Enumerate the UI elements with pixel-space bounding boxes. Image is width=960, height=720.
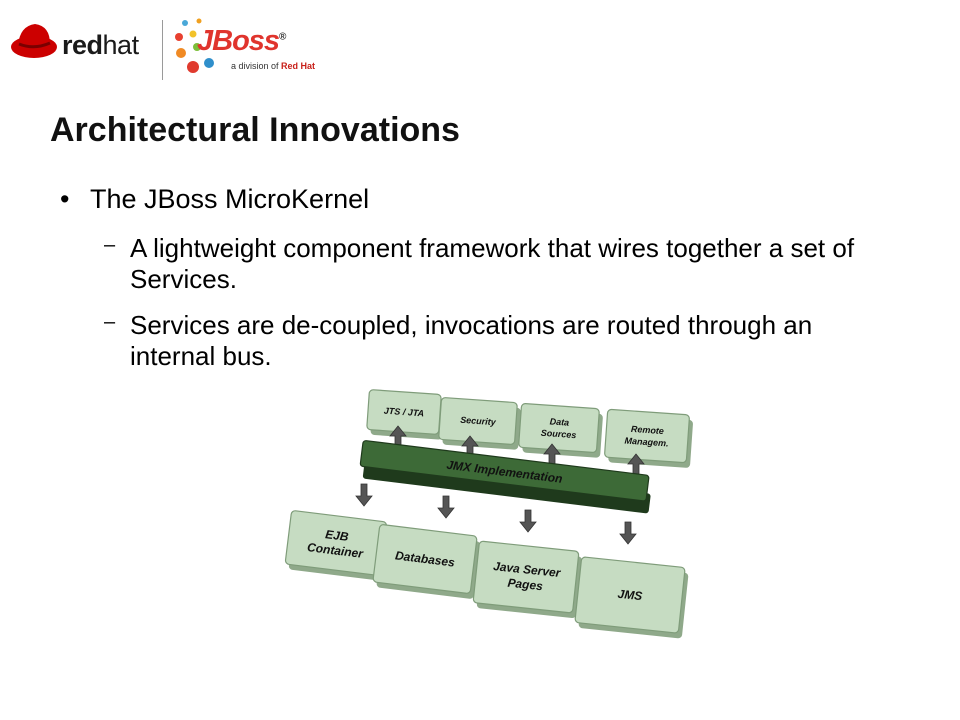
box-face xyxy=(518,403,600,453)
arrow-down-3 xyxy=(619,521,637,545)
jboss-trademark: ® xyxy=(279,31,286,43)
box-label: Pages xyxy=(507,576,544,594)
box-label: Managem. xyxy=(624,435,669,448)
box-label: Remote xyxy=(631,424,665,436)
box-label: Security xyxy=(460,415,497,428)
box-face xyxy=(372,524,478,594)
box-label: Sources xyxy=(541,428,577,440)
sub-bullet-marker: – xyxy=(104,311,116,333)
box-face xyxy=(574,556,686,634)
sub-bullet-framework: – A lightweight component framework that… xyxy=(104,233,904,295)
box-label: Container xyxy=(306,540,365,561)
box-label: EJB xyxy=(324,527,349,544)
sub-bullet-decoupled: – Services are de-coupled, invocations a… xyxy=(104,310,904,372)
box-label: Data xyxy=(549,416,569,427)
box-face xyxy=(604,408,690,464)
redhat-word-bold: red xyxy=(62,30,103,60)
jmx-bus: JMX Implementation xyxy=(359,440,651,514)
bullet-microkernel: • The JBoss MicroKernel xyxy=(60,184,369,215)
arrow-down-0 xyxy=(355,483,373,507)
box-label: JTS / JTA xyxy=(384,406,425,419)
bus-face xyxy=(359,440,650,502)
jboss-dots-icon xyxy=(175,18,214,73)
arrow-down-2 xyxy=(519,509,537,533)
jboss-wordmark: JBoss® xyxy=(197,25,286,58)
jboss-sub-prefix: a division of xyxy=(231,61,282,71)
jboss-sub-brand: Red Hat xyxy=(281,61,316,71)
sub-bullet-marker: – xyxy=(104,234,116,256)
logo-divider xyxy=(162,20,163,80)
component-box-bottom-3: JMS xyxy=(574,556,689,639)
service-box-top-1: Security xyxy=(438,397,521,450)
service-box-top-0: JTS / JTA xyxy=(366,389,445,440)
jboss-subline: a division of Red Hat xyxy=(231,61,315,71)
sub-bullet-text: Services are de-coupled, invocations are… xyxy=(130,310,813,371)
bullet-text: The JBoss MicroKernel xyxy=(90,184,370,214)
box-face xyxy=(438,397,518,445)
jboss-word: JBoss xyxy=(197,25,280,57)
redhat-wordmark: redhat xyxy=(62,30,139,61)
redhat-word-thin: hat xyxy=(102,30,140,60)
sub-bullet-text: A lightweight component framework that w… xyxy=(130,233,855,294)
box-label: JMS xyxy=(617,587,643,604)
bullet-marker: • xyxy=(60,184,70,214)
slide-title: Architectural Innovations xyxy=(50,111,460,149)
box-face xyxy=(472,540,580,614)
component-box-bottom-1: Databases xyxy=(372,524,481,599)
redhat-hat-icon xyxy=(11,24,57,58)
logo-bar: redhat JBoss® a division of Red Hat xyxy=(0,0,960,90)
arrow-down-1 xyxy=(437,495,455,519)
